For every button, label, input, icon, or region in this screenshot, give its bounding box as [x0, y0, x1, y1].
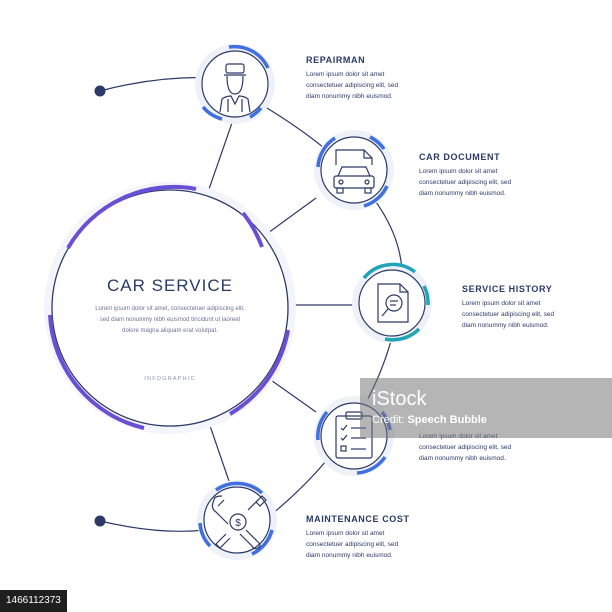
spoke-checklist [267, 377, 317, 413]
main-description-line: Lorem ipsum dolor sit amet, consectetuer… [95, 306, 245, 312]
item-description-line: consectetuer adipiscing elit, sed [306, 82, 399, 89]
item-description-line: Lorem ipsum dolor sit amet [306, 530, 385, 537]
item-description-line: diam nonummy nibh euismod. [306, 552, 393, 559]
node-service-history [352, 262, 432, 343]
item-title-maintenance-cost: MAINTENANCE COST [306, 514, 410, 524]
item-title-car-document: CAR DOCUMENT [419, 152, 501, 162]
node-repairman [195, 44, 275, 124]
item-description-line: diam nonummy nibh euismod. [306, 93, 393, 100]
node-maintenance-cost: $ [197, 480, 277, 560]
svg-text:$: $ [235, 518, 241, 529]
item-description-line: consectetuer adipiscing elit, sed [462, 311, 555, 318]
item-description-service-history: Lorem ipsum dolor sit amet consectetuer … [462, 298, 582, 331]
bottom-arc-connector [99, 520, 206, 532]
item-description-line: diam nonummy nibh euismod. [462, 322, 549, 329]
main-title: CAR SERVICE [107, 276, 233, 295]
watermark-credit-name: Speech Bubble [407, 414, 487, 426]
start-dot [94, 85, 106, 97]
node-car-document [314, 130, 394, 210]
watermark-brand: iStock [372, 388, 427, 410]
item-description-line: Lorem ipsum dolor sit amet [306, 71, 385, 78]
item-description-repairman: Lorem ipsum dolor sit amet consectetuer … [306, 69, 426, 102]
end-dot [94, 515, 106, 527]
item-title-repairman: REPAIRMAN [306, 55, 366, 65]
main-description-line: dolore magna aliquam erat volutpat. [122, 328, 218, 334]
item-description-maintenance-cost: Lorem ipsum dolor sit amet consectetuer … [306, 528, 426, 561]
main-subtitle: INFOGRAPHIC [144, 376, 196, 382]
item-description-car-document: Lorem ipsum dolor sit amet consectetuer … [419, 166, 539, 199]
item-description-line: Lorem ipsum dolor sit amet [419, 168, 498, 175]
tools-dollar-icon: $ [211, 495, 267, 550]
istock-watermark: iStock Credit: Speech Bubble [360, 378, 612, 438]
item-description-line: diam nonummy nibh euismod. [419, 455, 506, 462]
item-description-line: diam nonummy nibh euismod. [419, 190, 506, 197]
image-id-label: 1466112373 [0, 590, 67, 612]
spoke-car-document [267, 197, 317, 234]
item-title-service-history: SERVICE HISTORY [462, 284, 553, 294]
item-description-line: Lorem ipsum dolor sit amet [462, 300, 541, 307]
item-description-line: consectetuer adipiscing elit, sed [419, 444, 512, 451]
clipboard-checklist-icon [335, 411, 373, 459]
document-search-icon [377, 283, 409, 323]
car-document-icon [333, 149, 375, 194]
spoke-repairman [207, 119, 234, 193]
item-description-line: consectetuer adipiscing elit, sed [419, 179, 512, 186]
repairman-icon [219, 63, 251, 113]
main-circle [44, 182, 296, 434]
spoke-maintenance [207, 419, 231, 485]
item-description-line: consectetuer adipiscing elit, sed [306, 541, 399, 548]
watermark-credit-prefix: Credit: [372, 414, 408, 426]
main-description-line: sed diam nonummy nibh euismod tincidunt … [99, 317, 241, 323]
watermark-credit: Credit: Speech Bubble [372, 414, 487, 426]
main-description: Lorem ipsum dolor sit amet, consectetuer… [72, 304, 268, 337]
